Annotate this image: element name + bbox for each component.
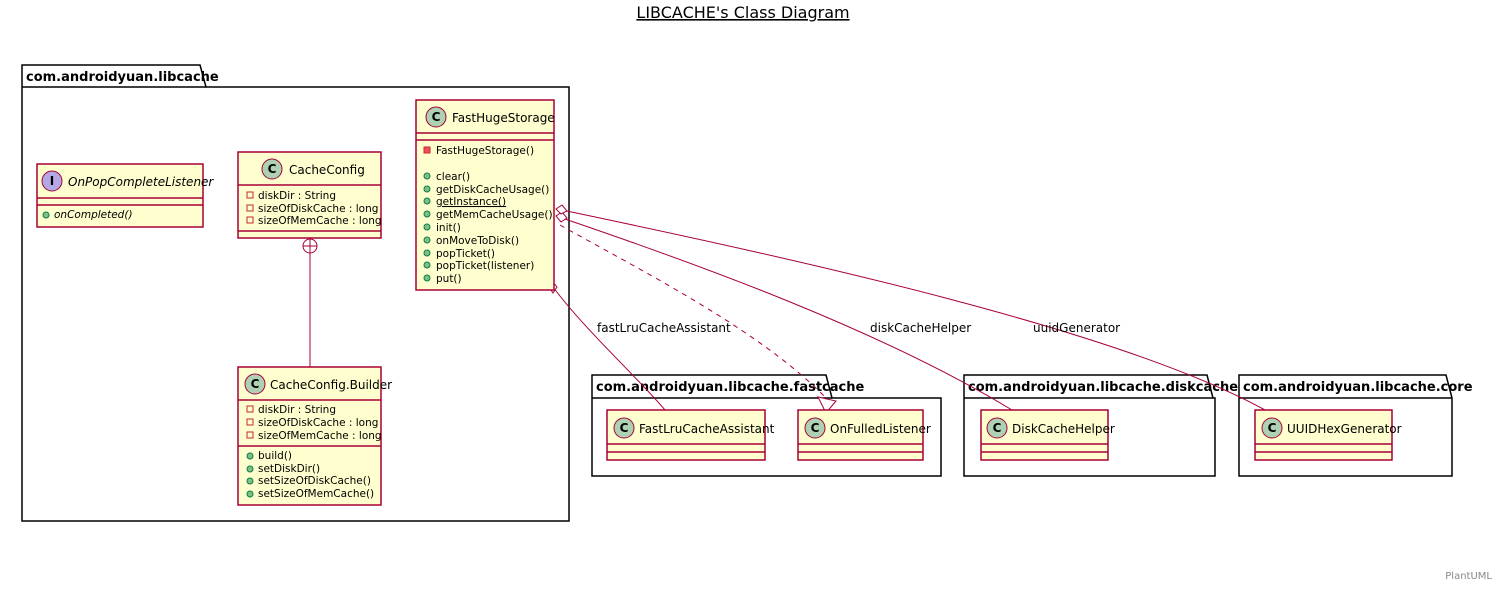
class-icon — [804, 417, 826, 439]
class-icon-letter: C — [251, 377, 260, 391]
class-icon-letter: C — [620, 421, 629, 435]
private-field-icon — [246, 191, 254, 199]
class-method: setSizeOfDiskCache() — [258, 475, 371, 487]
class-constructor: FastHugeStorage() — [436, 145, 534, 157]
private-method-icon — [423, 146, 431, 154]
class-field: diskDir : String — [258, 190, 336, 202]
aggregation-uuid-line — [561, 209, 1266, 411]
package-libcache-name: com.androidyuan.libcache — [26, 70, 219, 85]
private-field-icon — [246, 405, 254, 413]
class-icon-letter: C — [811, 421, 820, 435]
class-icon-letter: C — [432, 110, 441, 124]
class-method: setSizeOfMemCache() — [258, 488, 374, 500]
realization-fulled-line — [559, 224, 827, 399]
package-fastcache-name: com.androidyuan.libcache.fastcache — [596, 380, 864, 395]
relation-label-assistant: fastLruCacheAssistant — [597, 321, 731, 335]
public-method-icon — [423, 274, 431, 282]
private-field-icon — [246, 431, 254, 439]
class-name: FastHugeStorage — [452, 111, 555, 125]
public-method-icon — [246, 452, 254, 460]
class-icon — [986, 417, 1008, 439]
class-method: build() — [258, 450, 292, 462]
class-field: sizeOfMemCache : long — [258, 215, 382, 227]
class-field: sizeOfMemCache : long — [258, 430, 382, 442]
class-name: CacheConfig — [289, 163, 365, 177]
class-field: diskDir : String — [258, 404, 336, 416]
public-method-icon — [42, 211, 50, 219]
public-method-icon — [423, 261, 431, 269]
class-method: init() — [436, 222, 461, 234]
class-icon-letter: C — [993, 421, 1002, 435]
public-method-icon — [423, 223, 431, 231]
class-icon-letter: C — [1268, 421, 1277, 435]
realization-fulled-arrowhead — [817, 396, 837, 414]
aggregation-uuid-diamond — [555, 204, 568, 215]
class-icon-letter: C — [268, 162, 277, 176]
class-icon — [1261, 417, 1283, 439]
diagram-title: LIBCACHE's Class Diagram — [636, 3, 849, 22]
aggregation-assistant-line — [552, 286, 666, 411]
class-name: FastLruCacheAssistant — [639, 422, 775, 436]
class-icon — [613, 417, 635, 439]
class-icon — [425, 106, 447, 128]
relation-label-disk: diskCacheHelper — [870, 321, 971, 335]
public-method-icon — [423, 197, 431, 205]
private-field-icon — [246, 216, 254, 224]
private-field-icon — [246, 204, 254, 212]
class-icon — [244, 373, 266, 395]
class-field: sizeOfDiskCache : long — [258, 203, 378, 215]
class-cacheconfig[interactable]: C CacheConfig diskDir : String sizeOfDis… — [237, 151, 382, 239]
public-method-icon — [246, 477, 254, 485]
class-method: popTicket(listener) — [436, 260, 534, 272]
class-method: getDiskCacheUsage() — [436, 184, 549, 196]
class-fasthugestorage[interactable]: C FastHugeStorage FastHugeStorage() clea… — [415, 99, 555, 291]
public-method-icon — [246, 490, 254, 498]
public-method-icon — [423, 236, 431, 244]
private-field-icon — [246, 418, 254, 426]
plantuml-footer: PlantUML — [1445, 571, 1492, 582]
package-diskcache-name: com.androidyuan.libcache.diskcache — [968, 380, 1238, 395]
public-method-icon — [246, 465, 254, 473]
class-onfulledlistener[interactable]: C OnFulledListener — [797, 409, 931, 461]
class-diskcachehelper[interactable]: C DiskCacheHelper — [980, 409, 1115, 461]
class-method: onMoveToDisk() — [436, 235, 519, 247]
public-method-icon — [423, 185, 431, 193]
class-method: popTicket() — [436, 248, 495, 260]
class-icon — [261, 158, 283, 180]
interface-icon-letter: I — [50, 174, 54, 188]
class-method-static: getInstance() — [436, 196, 506, 208]
class-name: OnFulledListener — [830, 422, 931, 436]
class-method: setDiskDir() — [258, 463, 320, 475]
class-onpopcompletelistener[interactable]: I OnPopCompleteListener onCompleted() — [36, 163, 214, 228]
class-method: clear() — [436, 171, 470, 183]
class-cacheconfig-builder[interactable]: C CacheConfig.Builder diskDir : String s… — [237, 366, 392, 506]
class-name: OnPopCompleteListener — [68, 175, 214, 189]
class-method: onCompleted() — [54, 209, 133, 221]
class-fastlrucacheassistant[interactable]: C FastLruCacheAssistant — [606, 409, 775, 461]
aggregation-disk-line — [561, 217, 1013, 411]
class-method: getMemCacheUsage() — [436, 209, 553, 221]
class-method: put() — [436, 273, 462, 285]
class-name: CacheConfig.Builder — [270, 378, 392, 392]
class-uuidhexgenerator[interactable]: C UUIDHexGenerator — [1254, 409, 1402, 461]
interface-icon — [41, 170, 63, 192]
public-method-icon — [423, 172, 431, 180]
public-method-icon — [423, 249, 431, 257]
public-method-icon — [423, 210, 431, 218]
class-name: UUIDHexGenerator — [1287, 422, 1402, 436]
class-field: sizeOfDiskCache : long — [258, 417, 378, 429]
relation-label-uuid: uuidGenerator — [1033, 321, 1120, 335]
class-name: DiskCacheHelper — [1012, 422, 1115, 436]
package-core-name: com.androidyuan.libcache.core — [1243, 380, 1473, 395]
